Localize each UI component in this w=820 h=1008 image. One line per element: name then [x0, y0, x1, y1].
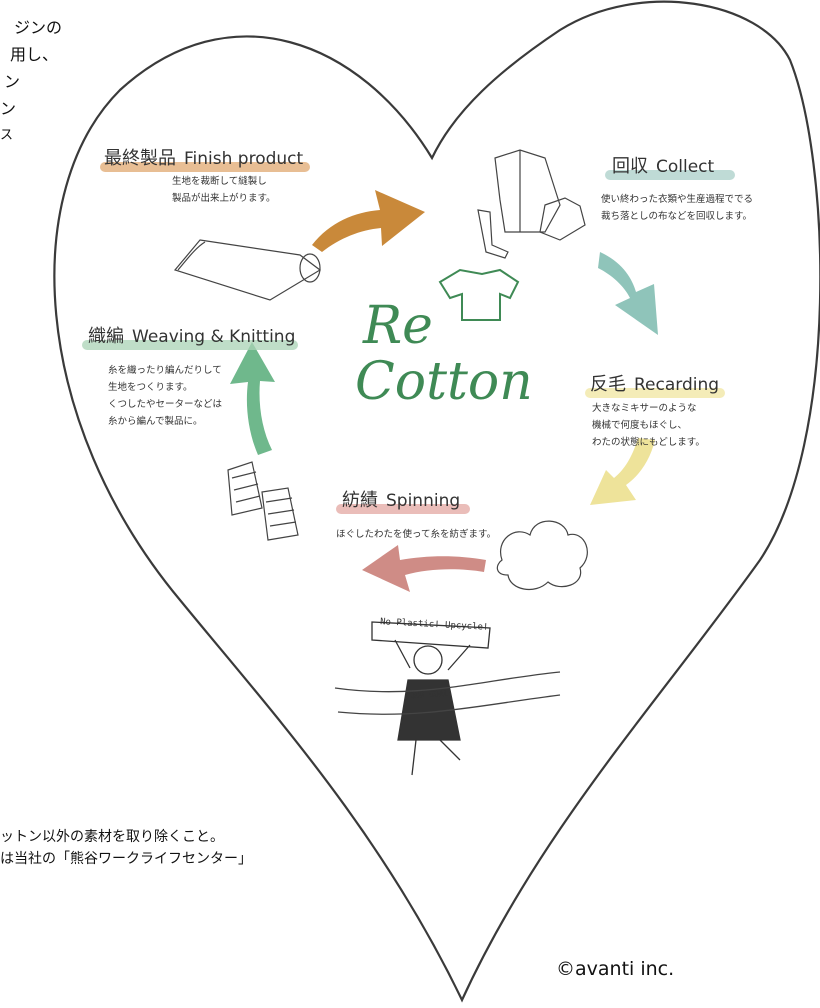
weaving-desc-line: 生地をつくります。 [108, 382, 193, 393]
heart-outline [53, 0, 820, 1003]
edge-text-line: 用し、 [10, 45, 59, 64]
arrow-weaving-to-finish [230, 342, 275, 455]
recarding-desc-line: わたの状態にもどします。 [592, 437, 705, 448]
weaving-desc-line: 糸から編んで製品に。 [108, 416, 203, 427]
collect-title-en: Collect [656, 157, 715, 177]
clothes-illustration [477, 149, 586, 259]
recarding-desc-line: 大きなミキサーのような [592, 403, 697, 414]
edge-text-block: ジンの 用し、 ン ン ス [0, 14, 62, 149]
collect-desc: 使い終わった衣類や生産過程ででる 裁ち落としの布などを回収します。 [601, 191, 753, 225]
edge-text-line: ジンの [14, 18, 63, 37]
recarding-title-jp: 反毛 [590, 374, 626, 395]
finish-title-jp: 最終製品 [104, 148, 176, 169]
weaving-highlight [82, 340, 298, 350]
arrow-collect-to-recarding [598, 252, 658, 335]
finish-title-en: Finish product [184, 149, 304, 169]
weaving-desc-line: くつしたやセーターなどは [108, 399, 223, 410]
recarding-desc: 大きなミキサーのような 機械で何度もほぐし、 わたの状態にもどします。 [592, 400, 705, 451]
fabric-roll-illustration [173, 239, 322, 301]
recarding-title: 反毛 Recarding [590, 370, 719, 396]
collect-title: 回収 Collect [612, 152, 714, 178]
finish-desc-line: 製品が出来上がります。 [172, 193, 276, 204]
spinning-desc-line: ほぐしたわたを使って糸を紡ぎます。 [336, 529, 497, 540]
bottom-text-line: ットン以外の素材を取り除くこと。 [0, 829, 224, 845]
spinning-highlight [336, 504, 470, 514]
collect-desc-line: 裁ち落としの布などを回収します。 [601, 211, 753, 222]
cotton-cloud-illustration [496, 520, 588, 591]
recarding-desc-line: 機械で何度もほぐし、 [592, 420, 688, 431]
copyright-text: ©avanti inc. [556, 958, 675, 980]
weaving-title: 織編 Weaving & Knitting [88, 322, 295, 348]
bottom-text-line: は当社の「熊谷ワークライフセンター」 [0, 851, 252, 867]
goal-figure-illustration [334, 621, 561, 776]
finish-title: 最終製品 Finish product [104, 144, 303, 170]
weaving-title-jp: 織編 [88, 326, 124, 347]
logo-line-re: Re [363, 296, 433, 356]
finish-desc: 生地を裁断して縫製し 製品が出来上がります。 [172, 173, 276, 207]
edge-text-line: ン [4, 72, 21, 91]
weaving-desc: 糸を織ったり編んだりして 生地をつくります。 くつしたやセーターなどは 糸から編… [108, 362, 222, 430]
collect-highlight [605, 170, 735, 180]
arrow-spinning-to-goal [362, 545, 486, 592]
spinning-title-en: Spinning [386, 491, 461, 511]
logo-line-cotton: Cotton [355, 352, 533, 412]
edge-text-line: ス [0, 128, 14, 143]
spinning-title-jp: 紡績 [342, 490, 378, 511]
spinning-desc: ほぐしたわたを使って糸を紡ぎます。 [336, 526, 496, 543]
spinning-title: 紡績 Spinning [342, 486, 460, 512]
tshirt-icon [438, 268, 520, 321]
arrow-recarding-to-spinning [590, 438, 655, 505]
collect-title-jp: 回収 [612, 156, 648, 177]
edge-text-line: ン [0, 99, 17, 118]
finish-desc-line: 生地を裁断して縫製し [172, 176, 267, 187]
recarding-title-en: Recarding [634, 375, 720, 395]
arrow-finish-to-collect [312, 190, 425, 252]
recarding-highlight [585, 388, 725, 398]
weaving-desc-line: 糸を織ったり編んだりして [108, 365, 222, 376]
collect-desc-line: 使い終わった衣類や生産過程ででる [601, 194, 754, 205]
finish-highlight [100, 162, 310, 172]
bottom-text-block: ットン以外の素材を取り除くこと。 は当社の「熊谷ワークライフセンター」 [0, 826, 252, 870]
yarn-cones-illustration [227, 461, 299, 541]
weaving-title-en: Weaving & Knitting [132, 327, 296, 347]
re-cotton-logo: Re Cotton [355, 298, 533, 410]
